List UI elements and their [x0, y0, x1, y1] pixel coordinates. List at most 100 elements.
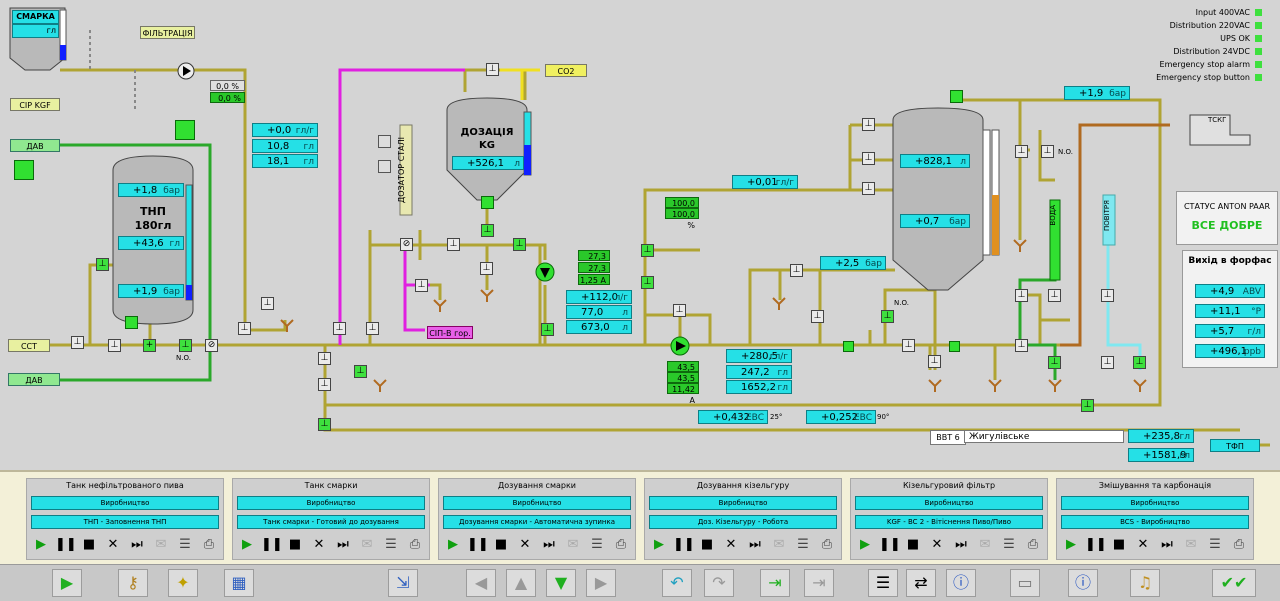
skip-icon[interactable]: ⏭ — [1161, 537, 1173, 552]
valve[interactable]: ⊥ — [1015, 289, 1028, 302]
cancel-icon[interactable]: ✕ — [1137, 537, 1149, 552]
anton-paar-status[interactable]: СТАТУС ANTON PAAR ВСЕ ДОБРЕ — [1176, 191, 1278, 245]
valve[interactable]: ⊥ — [790, 264, 803, 277]
message-icon[interactable]: ✉ — [1185, 537, 1197, 552]
info-icon[interactable]: ⓘ — [946, 569, 976, 597]
stop-icon[interactable]: ■ — [700, 537, 714, 552]
valve[interactable]: ⊥ — [481, 224, 494, 237]
unit-step[interactable]: Доз. Кізельгуру - Робота — [649, 515, 837, 529]
sst-tag[interactable]: ССТ — [8, 339, 50, 352]
device-icon[interactable] — [378, 160, 391, 173]
skip-icon[interactable]: ⏭ — [543, 537, 555, 552]
pause-icon[interactable]: ❚❚ — [55, 537, 77, 552]
pause-icon[interactable]: ❚❚ — [673, 537, 695, 552]
start-icon[interactable]: ▶ — [52, 569, 82, 597]
valve[interactable]: ⊥ — [1101, 289, 1114, 302]
device-icon[interactable]: ⎙ — [1027, 537, 1039, 552]
co2-tag[interactable]: CO2 — [545, 64, 587, 77]
keys-icon[interactable]: ⚷ — [118, 569, 148, 597]
valve[interactable]: ⊥ — [333, 322, 346, 335]
sound-icon[interactable]: ♫ — [1130, 569, 1160, 597]
valve[interactable]: ⊥ — [1133, 356, 1146, 369]
play-icon[interactable]: ▶ — [242, 537, 252, 552]
valve[interactable]: ⊥ — [415, 279, 428, 292]
list-icon[interactable]: ☰ — [797, 537, 809, 552]
valve[interactable]: ⊥ — [447, 238, 460, 251]
device-icon[interactable]: ⎙ — [409, 537, 421, 552]
skip-icon[interactable]: ⏭ — [131, 537, 143, 552]
valve[interactable]: ⊥ — [318, 352, 331, 365]
valve[interactable]: ⊥ — [366, 322, 379, 335]
valve[interactable]: ⊥ — [318, 418, 331, 431]
skip-icon[interactable]: ⏭ — [955, 537, 967, 552]
tfp-tag[interactable]: ТФП — [1210, 439, 1260, 452]
valve[interactable]: ⊥ — [1048, 289, 1061, 302]
device-icon[interactable]: ⎙ — [821, 537, 833, 552]
bbt-beer-name[interactable]: Жигулівське — [964, 430, 1124, 443]
transfer-disabled-icon[interactable]: ⇥ — [804, 569, 834, 597]
valve[interactable]: ⊥ — [261, 297, 274, 310]
play-icon[interactable]: ▶ — [860, 537, 870, 552]
stop-icon[interactable]: ■ — [494, 537, 508, 552]
valve[interactable]: ⊥ — [238, 322, 251, 335]
unit-mode[interactable]: Виробництво — [237, 496, 425, 510]
play-icon[interactable]: ▶ — [1066, 537, 1076, 552]
valve[interactable]: ⊥ — [1041, 145, 1054, 158]
device-icon[interactable] — [378, 135, 391, 148]
list-icon[interactable]: ☰ — [1209, 537, 1221, 552]
undo-icon[interactable]: ↶ — [662, 569, 692, 597]
unit-step[interactable]: BCS - Виробництво — [1061, 515, 1249, 529]
message-icon[interactable]: ✉ — [979, 537, 991, 552]
valve[interactable]: ⊥ — [354, 365, 367, 378]
stop-icon[interactable]: ■ — [82, 537, 96, 552]
pause-icon[interactable]: ❚❚ — [879, 537, 901, 552]
acknowledge-icon[interactable]: ✔✔ — [1212, 569, 1256, 597]
cancel-icon[interactable]: ✕ — [519, 537, 531, 552]
smarka-level[interactable]: гл — [12, 24, 59, 38]
unit-step[interactable]: Танк смарки - Готовий до дозування — [237, 515, 425, 529]
monitor-icon[interactable]: ▭ — [1010, 569, 1040, 597]
unit-mode[interactable]: Виробництво — [31, 496, 219, 510]
pause-icon[interactable]: ❚❚ — [467, 537, 489, 552]
device-icon[interactable]: ⎙ — [203, 537, 215, 552]
transfer-icon[interactable]: ⇥ — [760, 569, 790, 597]
message-icon[interactable]: ✉ — [361, 537, 373, 552]
cip-v-tag[interactable]: СІП-В гор. — [427, 326, 473, 339]
device-icon[interactable] — [14, 160, 34, 180]
valve[interactable]: ⊥ — [541, 323, 554, 336]
arrow-up-icon[interactable]: ▲ — [506, 569, 536, 597]
unit-step[interactable]: KGF - BC 2 - Вітіснення Пиво/Пиво — [855, 515, 1043, 529]
valve[interactable]: ⊥ — [862, 152, 875, 165]
valve[interactable]: ⊥ — [71, 336, 84, 349]
valve[interactable]: ⊥ — [480, 262, 493, 275]
unit-step[interactable]: Дозування смарки - Автоматична зупинка — [443, 515, 631, 529]
arrow-down-icon[interactable]: ▼ — [546, 569, 576, 597]
cip-kgf-tag[interactable]: CIP KGF — [10, 98, 60, 111]
valve[interactable]: ⊥ — [902, 339, 915, 352]
play-icon[interactable]: ▶ — [448, 537, 458, 552]
stop-icon[interactable]: ■ — [906, 537, 920, 552]
skip-icon[interactable]: ⏭ — [337, 537, 349, 552]
report-icon[interactable]: ▦ — [224, 569, 254, 597]
pause-icon[interactable]: ❚❚ — [1085, 537, 1107, 552]
filtration-tag[interactable]: ФІЛЬТРАЦІЯ — [140, 26, 195, 39]
skip-icon[interactable]: ⏭ — [749, 537, 761, 552]
forfas-extract[interactable]: +11,1°P — [1195, 304, 1265, 318]
unit-mode[interactable]: Виробництво — [1061, 496, 1249, 510]
